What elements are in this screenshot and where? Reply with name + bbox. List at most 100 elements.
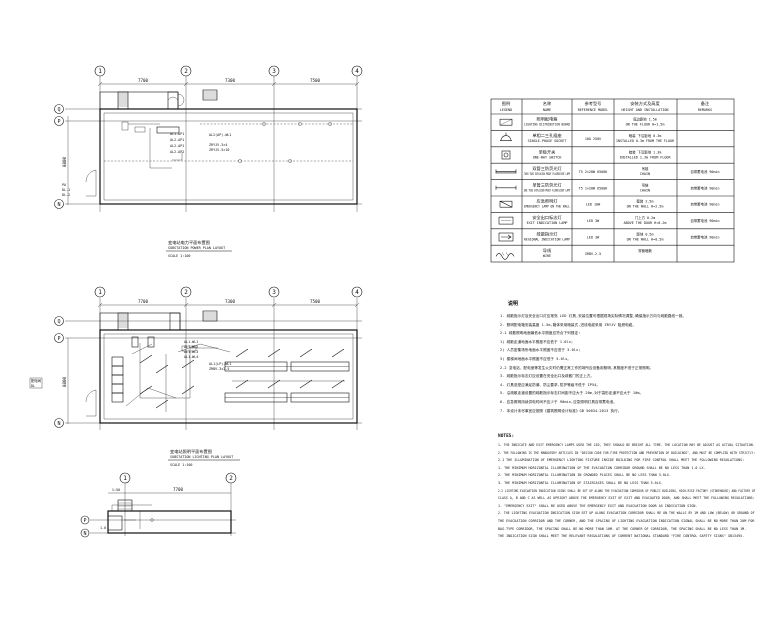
side-label: DL xyxy=(31,384,35,388)
grid-col-label: 1 xyxy=(123,475,127,482)
legend-model: T5 2×28W 6500K xyxy=(579,170,609,174)
legend-name-en: SINGLE-PHASE SOCKET xyxy=(528,139,567,143)
legend-name-en: EMERGENCY LAMP ON THE WALL xyxy=(524,205,570,209)
grid-bubble xyxy=(80,528,90,538)
callout-text: ZRBV-3×2.5 xyxy=(209,367,229,371)
dim-label: 7500 xyxy=(310,78,321,83)
grid-col-label: 4 xyxy=(355,68,359,75)
dim-label: 7300 xyxy=(225,78,236,83)
panel-label: AL2-AP1 xyxy=(170,138,184,142)
legend-install-en: ON THE FLOOR H=1.5m xyxy=(626,123,665,127)
legend-name-cn: 照明配电箱 xyxy=(537,116,558,123)
grid-bubble xyxy=(54,316,64,326)
dim-label: 7700 xyxy=(138,78,149,83)
dim-label: 7700 xyxy=(138,299,149,304)
legend-remark: 自带蓄电池 90min xyxy=(690,202,719,207)
dim-depth: 8800 xyxy=(62,376,67,387)
fluor-icon xyxy=(495,169,517,174)
small-plan: 1 2 1:50 7700 P N 1.0 xyxy=(80,472,237,538)
grid-bubble xyxy=(80,515,90,525)
panel-label: AL2-AP1 xyxy=(170,144,184,148)
legend-install-en: ON THE WALL H=0.5m xyxy=(627,238,664,242)
side-label: 配电间 xyxy=(31,378,42,383)
grid-row-label: P xyxy=(57,119,60,125)
legend-name-cn: 安全出口标志灯 xyxy=(532,214,562,221)
plan-title: 变电站照明平面布置图 xyxy=(170,448,212,455)
grid-bubble xyxy=(268,65,280,77)
power-dimensions: 7700 7300 7500 8800 xyxy=(62,78,360,205)
power-grid-rows: Q P N xyxy=(54,104,362,209)
legend-install-cn: 距地 0.5m xyxy=(637,232,654,237)
side-note: PA xyxy=(62,183,66,187)
grid-row-label: Q xyxy=(57,107,60,113)
grid-bubble xyxy=(54,418,64,428)
side-label-box xyxy=(29,377,43,389)
wire-icon xyxy=(495,252,515,260)
grid-bubble xyxy=(225,472,237,484)
grid-bubble xyxy=(351,65,363,77)
legend-install-en: ABOVE THE DOOR H=0.2m xyxy=(624,221,667,225)
power-plan: 1 2 3 4 7700 7300 7500 8800 Q P xyxy=(54,65,363,258)
lighting-grid-rows: Q P N xyxy=(54,316,362,428)
legend-model: LED 3W xyxy=(587,236,600,240)
legend-name-cn: 疏散指示灯 xyxy=(537,231,559,238)
grid-bubble xyxy=(54,333,64,343)
lighting-plan: 1 2 3 4 7700 7300 7500 8800 Q P N xyxy=(29,286,363,467)
legend-install-cn: 暗装 下沿距地 0.3m xyxy=(629,133,662,138)
panel-label: AL1-WL3 xyxy=(184,350,198,354)
legend-name-en: ONE TUBE EXPLOSION-PROOF FLUORESCENT LAM… xyxy=(524,188,570,192)
panel-label: AL1-WL1 xyxy=(184,340,198,344)
legend-name-cn: 应急照明灯 xyxy=(537,198,559,205)
power-grid-columns: 1 2 3 4 xyxy=(94,65,363,212)
legend-name-en: TWIN TUBE EXPLOSION-PROOF FLUORESCENT LA… xyxy=(524,172,570,176)
exit-icon xyxy=(498,216,514,225)
legend-name-en: LIGHTING DISTRIBUTION BOARD xyxy=(524,123,570,127)
legend-model: ZRBV-2.5 xyxy=(585,252,601,256)
grid-bubble xyxy=(119,472,131,484)
evac-icon xyxy=(498,232,514,242)
legend-header-cn: 备注 xyxy=(701,100,710,107)
legend-install-en: CHAIN xyxy=(640,188,650,192)
legend-model: LED 10W xyxy=(586,203,601,207)
legend-header-en: HEIGHT AND INSTALLATION xyxy=(622,108,669,112)
legend-name-cn: 单极开关 xyxy=(539,149,556,156)
grid-row-label: N xyxy=(57,421,60,427)
grid-col-label: 1 xyxy=(98,289,102,296)
legend-header-cn: 参考型号 xyxy=(585,100,602,107)
legend-install-cn: 吊链 xyxy=(642,182,649,187)
power-equipment xyxy=(104,121,353,169)
dim-label: 7700 xyxy=(173,487,184,492)
grid-row-label: N xyxy=(57,202,60,208)
grid-bubble xyxy=(54,199,64,209)
panel-label: AL1-WL2 xyxy=(184,345,198,349)
legend-name-en: WIRE xyxy=(543,254,551,258)
grid-bubble xyxy=(94,65,106,77)
legend-install-cn: 穿管暗敷 xyxy=(638,248,652,253)
grid-bubble xyxy=(54,116,64,126)
legend-remark: 自带蓄电池 90min xyxy=(690,235,719,240)
legend-name-en: EXIT INDICATION LAMP xyxy=(527,221,568,225)
legend-model: LED 3W xyxy=(587,219,600,223)
legend-name-cn: 单管三防荧光灯 xyxy=(532,181,562,188)
legend-install-en: CHAIN xyxy=(640,172,650,176)
lighting-luminaires xyxy=(139,348,345,409)
plan-subtitle: SUBSTATION POWER PLAN LAYOUT xyxy=(168,246,225,250)
panel-label: AL2-AP2 xyxy=(170,150,184,154)
side-note: DL-2 xyxy=(62,193,70,197)
grid-col-label: 3 xyxy=(272,289,276,296)
switch-icon xyxy=(501,150,511,160)
legend-name-en: ONE-WAY SWITCH xyxy=(533,156,562,160)
legend-install-en: INSTALLED 0.3m FROM THE FLOOR xyxy=(616,139,675,143)
grid-bubble xyxy=(54,104,64,114)
legend-name-en: REGIONAL INDICATION LAMP xyxy=(524,238,570,242)
dim-depth: 8800 xyxy=(62,156,67,167)
lighting-grid-columns: 1 2 3 4 xyxy=(94,286,363,430)
panel-label: AL1-AP1 xyxy=(170,132,184,136)
grid-bubble xyxy=(268,286,280,298)
legend-install-cn: 吊链 xyxy=(642,166,649,171)
grid-bubble xyxy=(94,286,106,298)
legend-remark: 自带蓄电池 90min xyxy=(690,185,719,190)
